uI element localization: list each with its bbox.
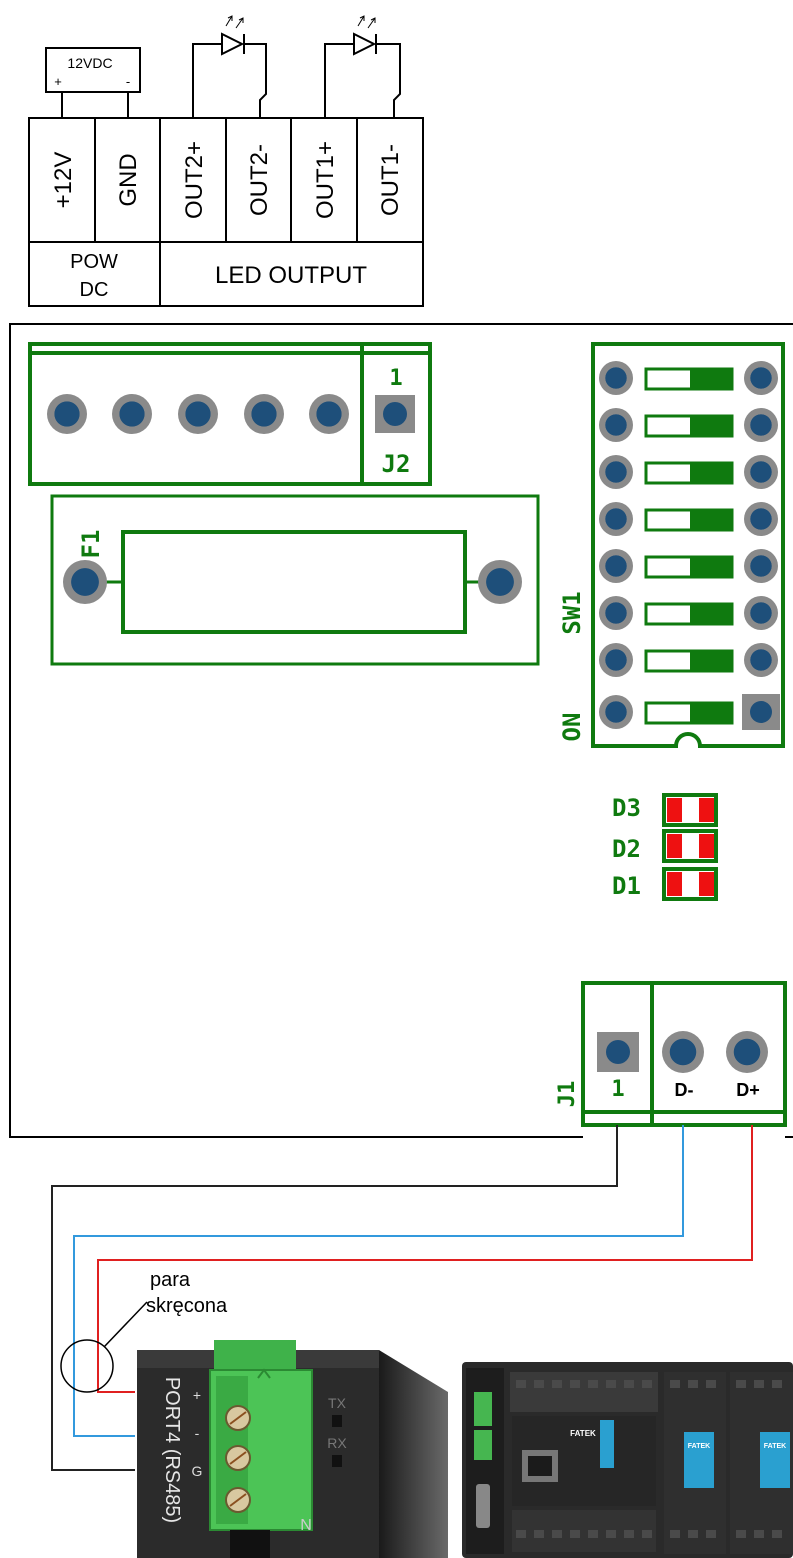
wire-gnd <box>51 1125 618 1471</box>
led-d1-label: D1 <box>612 872 641 900</box>
plc-port-closeup: PORT4 (RS485) + - G TX RX N <box>137 1340 448 1558</box>
dip-switch-row <box>599 549 778 583</box>
j1-dminus-label: D- <box>675 1080 694 1100</box>
plc-port-plus: + <box>193 1387 201 1403</box>
dip-switch-row <box>599 455 778 489</box>
j1-dplus-label: D+ <box>736 1080 760 1100</box>
led-d2: D2 <box>612 829 718 863</box>
fuse-f1: F1 <box>50 494 540 666</box>
pin-label-12v: +12V <box>50 152 77 209</box>
dip-switch-row <box>599 408 778 442</box>
wire-d-plus <box>97 1125 753 1393</box>
dip-switch-row <box>599 502 778 536</box>
f1-label: F1 <box>77 530 105 559</box>
j1-pin1-label: 1 <box>611 1077 624 1102</box>
power-supply-label: 12VDC <box>67 55 112 71</box>
twisted-pair-label-2: skręcona <box>146 1295 228 1317</box>
dip-switch-row <box>599 361 778 395</box>
twisted-pair-label-1: para <box>150 1269 191 1291</box>
led-d2-label: D2 <box>612 835 641 863</box>
plc-port-rx: RX <box>327 1435 347 1451</box>
pin-label-out1-minus: OUT1- <box>377 144 404 216</box>
plc-brand-main: FATEK <box>570 1429 596 1438</box>
twisted-pair-marker <box>60 1339 114 1393</box>
power-supply: 12VDC + - <box>45 47 141 118</box>
plc-port-minus: - <box>195 1425 200 1441</box>
plc-brand-mod2: FATEK <box>764 1443 786 1450</box>
terminal-block <box>28 117 424 307</box>
plc-brand-mod1: FATEK <box>688 1443 710 1450</box>
group-label-led-output: LED OUTPUT <box>215 262 367 289</box>
j1-label: J1 <box>555 1081 580 1108</box>
plc-port-label: PORT4 (RS485) <box>161 1377 183 1523</box>
sw1-label: SW1 <box>558 591 586 634</box>
j2-pin1-label: 1 <box>389 366 402 391</box>
pin-label-out2-minus: OUT2- <box>246 144 273 216</box>
dip-switch-row <box>599 596 778 630</box>
led-d3: D3 <box>612 793 718 827</box>
j2-label: J2 <box>382 450 411 478</box>
plc-port-n: N <box>300 1517 312 1534</box>
pin-label-gnd: GND <box>115 153 142 206</box>
connector-j1: 1 D- D+ J1 <box>555 981 787 1127</box>
plc-port-tx: TX <box>328 1395 347 1411</box>
on-label: ON <box>558 713 586 742</box>
led-out2-icon <box>192 15 267 118</box>
led-out1-icon <box>324 15 401 118</box>
plc-port-g: G <box>192 1463 203 1479</box>
terminal-pin-labels: +12V GND OUT2+ OUT2- OUT1+ OUT1- <box>50 141 404 219</box>
led-d1: D1 <box>612 867 718 901</box>
dip-switch-row <box>599 694 780 730</box>
pin-label-out2-plus: OUT2+ <box>181 141 208 219</box>
dip-switch-row <box>599 643 778 677</box>
pcb-outline <box>9 323 793 1138</box>
group-label-pow: POW <box>70 251 118 273</box>
wire-d-minus <box>73 1125 684 1437</box>
group-label-dc: DC <box>80 279 109 301</box>
dip-switch-sw1: SW1 ON <box>558 342 785 748</box>
connector-j2: 1 J2 <box>28 342 432 486</box>
power-supply-minus: - <box>126 74 130 89</box>
power-supply-plus: + <box>54 74 62 89</box>
pin-label-out1-plus: OUT1+ <box>312 141 339 219</box>
plc-unit: FATEK FATEK FATEK <box>462 1362 793 1558</box>
led-d3-label: D3 <box>612 794 641 822</box>
